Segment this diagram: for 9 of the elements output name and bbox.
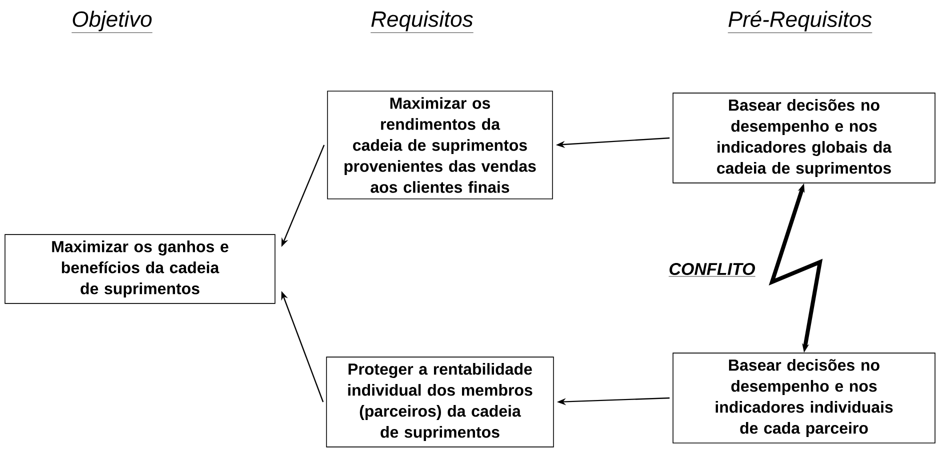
edge-label: CONFLITO bbox=[668, 262, 756, 277]
column-heading: Requisitos bbox=[370, 10, 474, 33]
column-heading: Objetivo bbox=[71, 10, 153, 33]
column-heading: Pré-Requisitos bbox=[728, 10, 872, 33]
text-box: Proteger a rentabilidade individual dos membros (parceiros) da cadeia de suprimentos bbox=[326, 356, 554, 448]
text-box: Maximizar os ganhos e benefícios da cadeia de suprimentos bbox=[4, 234, 276, 304]
text-box: Maximizar os rendimentos da cadeia de suprimentos provenientes das vendas aos clientes finais bbox=[327, 90, 553, 200]
text-box: Basear decisões no desempenho e nos indicadores individuais de cada parceiro bbox=[672, 352, 936, 444]
text-box: Basear decisões no desempenho e nos indicadores globais da cadeia de suprimentos bbox=[672, 92, 936, 184]
